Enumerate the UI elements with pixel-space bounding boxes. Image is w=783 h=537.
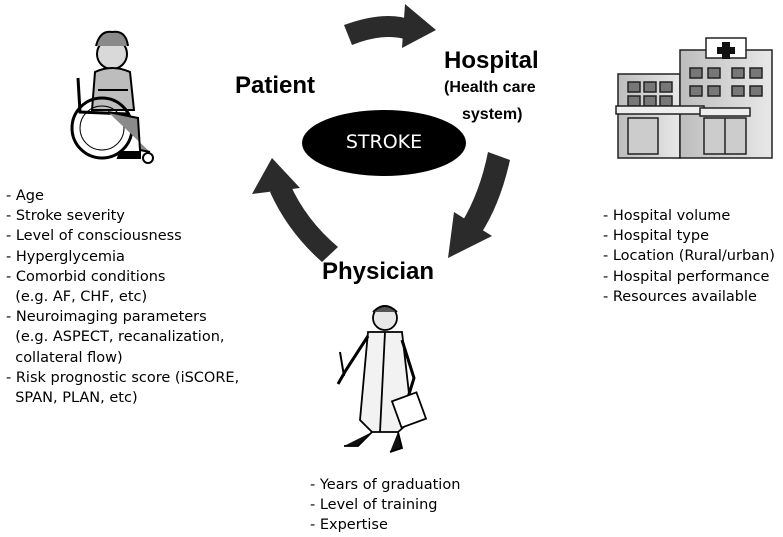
list-item: - Level of training xyxy=(310,497,438,514)
hospital-label: Hospital xyxy=(444,47,539,74)
arrow-hospital-to-physician xyxy=(448,152,510,258)
list-item: SPAN, PLAN, etc) xyxy=(6,390,138,407)
list-item: (e.g. ASPECT, recanalization, xyxy=(6,329,225,346)
hospital-sublabel-line2: system) xyxy=(462,106,523,123)
list-item: - Hospital volume xyxy=(603,208,731,224)
arrow-patient-to-hospital xyxy=(344,4,436,48)
list-item: - Years of graduation xyxy=(310,477,461,493)
stroke-label: STROKE xyxy=(345,131,423,153)
hospital-sublabel-line1: (Health care xyxy=(444,79,536,96)
list-item: - Hospital type xyxy=(603,228,710,245)
physician-label: Physician xyxy=(322,258,435,285)
patient-factors-list: - Age - Stroke severity - Level of consc… xyxy=(6,186,239,408)
patient-label: Patient xyxy=(235,72,316,99)
arrow-physician-to-patient xyxy=(252,158,338,262)
stroke-ellipse xyxy=(302,110,466,176)
list-item: - Age xyxy=(6,188,44,204)
hospital-factors-list: - Hospital volume - Hospital type - Loca… xyxy=(603,206,775,307)
wheelchair-patient-icon xyxy=(70,30,154,164)
list-item: - Comorbid conditions xyxy=(6,268,166,285)
hospital-building-icon xyxy=(615,37,773,159)
list-item: - Expertise xyxy=(310,517,388,534)
physician-factors-list: - Years of graduation - Level of trainin… xyxy=(310,475,460,536)
list-item: - Resources available xyxy=(603,288,757,305)
list-item: - Hospital performance xyxy=(603,268,770,285)
list-item: - Level of consciousness xyxy=(6,228,182,245)
list-item: - Stroke severity xyxy=(6,208,125,225)
list-item: - Location (Rural/urban) xyxy=(603,248,775,265)
list-item: - Hyperglycemia xyxy=(6,248,125,265)
list-item: collateral flow) xyxy=(6,349,123,366)
list-item: - Risk prognostic score (iSCORE, xyxy=(6,369,240,386)
list-item: (e.g. AF, CHF, etc) xyxy=(6,289,148,306)
doctor-icon xyxy=(336,305,428,453)
list-item: - Neuroimaging parameters xyxy=(6,309,207,326)
